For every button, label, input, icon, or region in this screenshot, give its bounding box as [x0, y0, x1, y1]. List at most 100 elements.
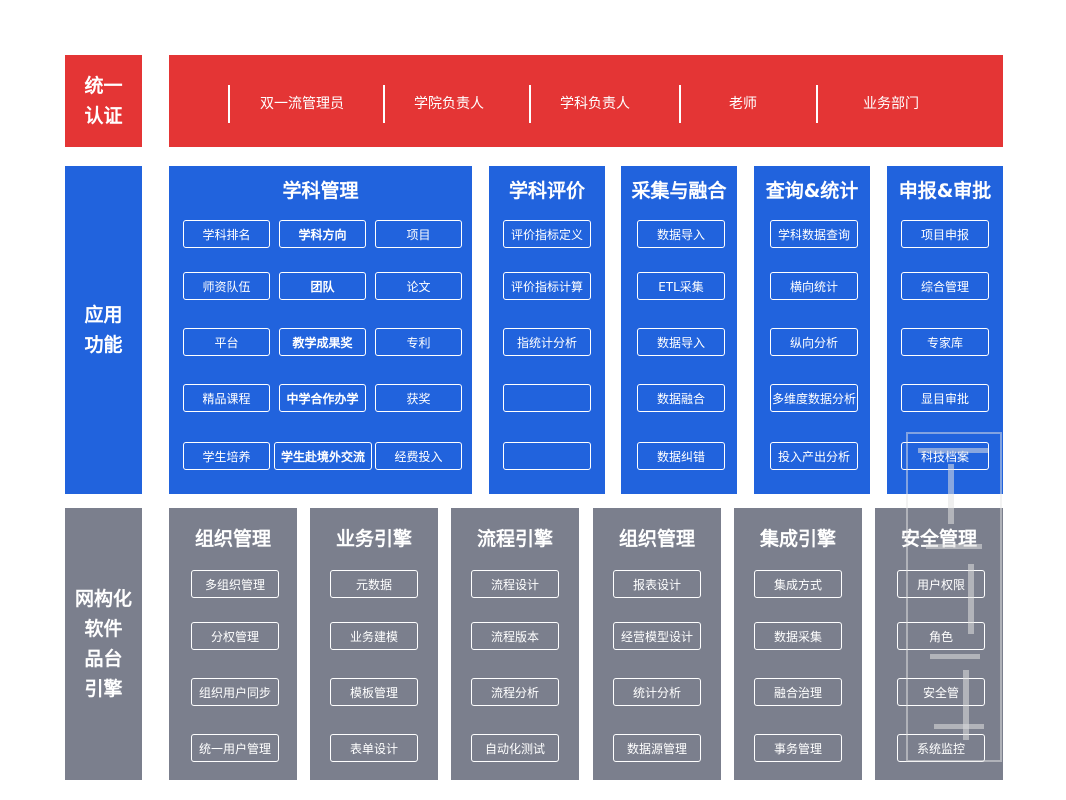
engine-item[interactable]: 角色	[897, 622, 985, 650]
panel-subject-evaluation: 学科评价 评价指标定义 评价指标计算 指统计分析	[489, 166, 605, 494]
engine-item[interactable]: 流程分析	[471, 678, 559, 706]
engine-item[interactable]: 融合治理	[754, 678, 842, 706]
role-separator	[529, 85, 531, 123]
app-item[interactable]: 指统计分析	[503, 328, 591, 356]
panel-title: 组织管理	[194, 528, 271, 550]
engine-panel: 流程引擎 流程设计 流程版本 流程分析 自动化测试	[451, 508, 579, 780]
engine-item[interactable]: 元数据	[330, 570, 418, 598]
engine-item[interactable]: 表单设计	[330, 734, 418, 762]
seal-watermark	[906, 432, 1002, 762]
panel-title: 集成引擎	[759, 528, 836, 550]
engine-item[interactable]: 安全管	[897, 678, 985, 706]
app-item[interactable]: 经费投入	[375, 442, 462, 470]
role-label: 老师	[729, 96, 757, 112]
panel-title: 流程引擎	[476, 528, 553, 550]
engine-panel: 业务引擎 元数据 业务建模 模板管理 表单设计	[310, 508, 438, 780]
empty-app-item[interactable]	[503, 384, 591, 412]
app-item[interactable]: 数据纠错	[637, 442, 725, 470]
app-item[interactable]: 评价指标计算	[503, 272, 591, 300]
engine-item[interactable]: 数据源管理	[613, 734, 701, 762]
role-label: 双一流管理员	[260, 96, 344, 112]
app-item[interactable]: 学科数据查询	[770, 220, 858, 248]
app-item[interactable]: 平台	[183, 328, 270, 356]
seal-stroke	[930, 654, 980, 659]
panel-title: 查询&统计	[765, 180, 859, 202]
panel-title: 采集与融合	[631, 180, 727, 202]
apps-side-label: 应用 功能	[65, 166, 142, 494]
app-item[interactable]: 专家库	[901, 328, 989, 356]
role-separator	[383, 85, 385, 123]
empty-app-item[interactable]	[503, 442, 591, 470]
app-item[interactable]: 学生培养	[183, 442, 270, 470]
engine-panel: 集成引擎 集成方式 数据采集 融合治理 事务管理	[734, 508, 862, 780]
seal-stroke	[926, 544, 982, 549]
app-item[interactable]: 教学成果奖	[279, 328, 366, 356]
app-item[interactable]: 获奖	[375, 384, 462, 412]
app-item[interactable]: 数据导入	[637, 220, 725, 248]
app-item[interactable]: 多维度数据分析	[770, 384, 858, 412]
app-item[interactable]: 团队	[279, 272, 366, 300]
role-label: 业务部门	[863, 96, 919, 112]
role-separator	[679, 85, 681, 123]
engine-item[interactable]: 流程设计	[471, 570, 559, 598]
role-separator	[816, 85, 818, 123]
engine-item[interactable]: 事务管理	[754, 734, 842, 762]
engine-item[interactable]: 数据采集	[754, 622, 842, 650]
app-item[interactable]: 师资队伍	[183, 272, 270, 300]
app-item[interactable]: ETL采集	[637, 272, 725, 300]
panel-application-approval: 申报&审批 项目申报 综合管理 专家库 显目审批 科技档案	[887, 166, 1003, 494]
app-item[interactable]: 项目申报	[901, 220, 989, 248]
app-item[interactable]: 学科方向	[279, 220, 366, 248]
app-item[interactable]: 纵向分析	[770, 328, 858, 356]
app-item[interactable]: 学科排名	[183, 220, 270, 248]
engine-item[interactable]: 多组织管理	[191, 570, 279, 598]
app-item[interactable]: 显目审批	[901, 384, 989, 412]
app-item[interactable]: 科技档案	[901, 442, 989, 470]
engine-side-label: 网构化 软件 品台 引擎	[65, 508, 142, 780]
engine-item[interactable]: 分权管理	[191, 622, 279, 650]
app-item[interactable]: 学生赴境外交流	[274, 442, 372, 470]
app-item[interactable]: 评价指标定义	[503, 220, 591, 248]
engine-item[interactable]: 统一用户管理	[191, 734, 279, 762]
panel-title: 组织管理	[618, 528, 695, 550]
app-item[interactable]: 综合管理	[901, 272, 989, 300]
seal-stroke	[918, 448, 988, 453]
engine-item[interactable]: 模板管理	[330, 678, 418, 706]
engine-item[interactable]: 组织用户同步	[191, 678, 279, 706]
seal-stroke	[934, 724, 984, 729]
seal-stroke	[968, 564, 974, 634]
engine-item[interactable]: 报表设计	[613, 570, 701, 598]
engine-item[interactable]: 统计分析	[613, 678, 701, 706]
panel-query-statistics: 查询&统计 学科数据查询 横向统计 纵向分析 多维度数据分析 投入产出分析	[754, 166, 870, 494]
app-item[interactable]: 精品课程	[183, 384, 270, 412]
app-item[interactable]: 专利	[375, 328, 462, 356]
app-item[interactable]: 项目	[375, 220, 462, 248]
engine-item[interactable]: 集成方式	[754, 570, 842, 598]
roles-bar: 双一流管理员 学院负责人 学科负责人 老师 业务部门	[169, 55, 1003, 147]
app-item[interactable]: 数据导入	[637, 328, 725, 356]
panel-title: 学科管理	[282, 180, 359, 202]
panel-title: 学科评价	[508, 180, 585, 202]
engine-panel: 组织管理 多组织管理 分权管理 组织用户同步 统一用户管理	[169, 508, 297, 780]
auth-side-label: 统一 认证	[65, 55, 142, 147]
panel-title: 业务引擎	[335, 528, 412, 550]
engine-item[interactable]: 系统监控	[897, 734, 985, 762]
app-item[interactable]: 中学合作办学	[279, 384, 366, 412]
engine-panel: 组织管理 报表设计 经营模型设计 统计分析 数据源管理	[593, 508, 721, 780]
panel-subject-management: 学科管理 学科排名 学科方向 项目 师资队伍 团队 论文 平台 教学成果奖 专利…	[169, 166, 472, 494]
app-item[interactable]: 论文	[375, 272, 462, 300]
engine-item[interactable]: 流程版本	[471, 622, 559, 650]
seal-stroke	[948, 464, 954, 524]
app-item[interactable]: 数据融合	[637, 384, 725, 412]
engine-panel: 安全管理 用户权限 角色 安全管 系统监控	[875, 508, 1003, 780]
panel-collection-fusion: 采集与融合 数据导入 ETL采集 数据导入 数据融合 数据纠错	[621, 166, 737, 494]
engine-item[interactable]: 业务建模	[330, 622, 418, 650]
role-label: 学科负责人	[560, 96, 630, 112]
app-item[interactable]: 投入产出分析	[770, 442, 858, 470]
seal-stroke	[963, 670, 969, 740]
panel-title: 申报&审批	[898, 180, 992, 202]
engine-item[interactable]: 自动化测试	[471, 734, 559, 762]
engine-item[interactable]: 用户权限	[897, 570, 985, 598]
engine-item[interactable]: 经营模型设计	[613, 622, 701, 650]
app-item[interactable]: 横向统计	[770, 272, 858, 300]
